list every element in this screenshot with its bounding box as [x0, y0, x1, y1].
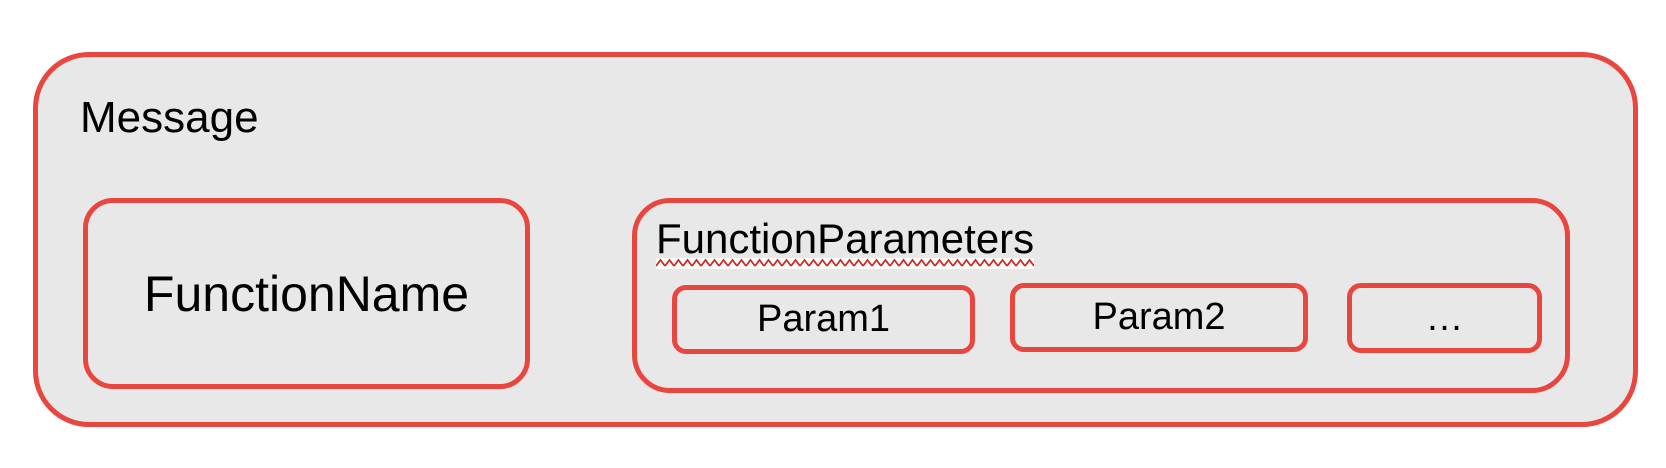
param-ellipsis-label: …	[1425, 296, 1464, 339]
function-parameters-box: FunctionParameters Param1 Param2 …	[632, 198, 1570, 393]
param1-label: Param1	[756, 298, 891, 340]
message-label: Message	[80, 93, 259, 142]
function-parameters-label: FunctionParameters	[656, 215, 1035, 262]
param2-label: Param2	[1092, 296, 1226, 338]
message-container-box: Message FunctionName FunctionParameters …	[33, 52, 1638, 427]
param2-box: Param2	[1010, 283, 1308, 352]
param1-box: Param1	[672, 285, 975, 354]
function-name-label: FunctionName	[143, 265, 470, 322]
function-parameters-label-group: FunctionParameters	[656, 215, 1035, 269]
param-ellipsis-box: …	[1347, 283, 1542, 353]
function-name-box: FunctionName	[83, 198, 530, 389]
spellcheck-squiggle-underline	[656, 258, 1035, 269]
